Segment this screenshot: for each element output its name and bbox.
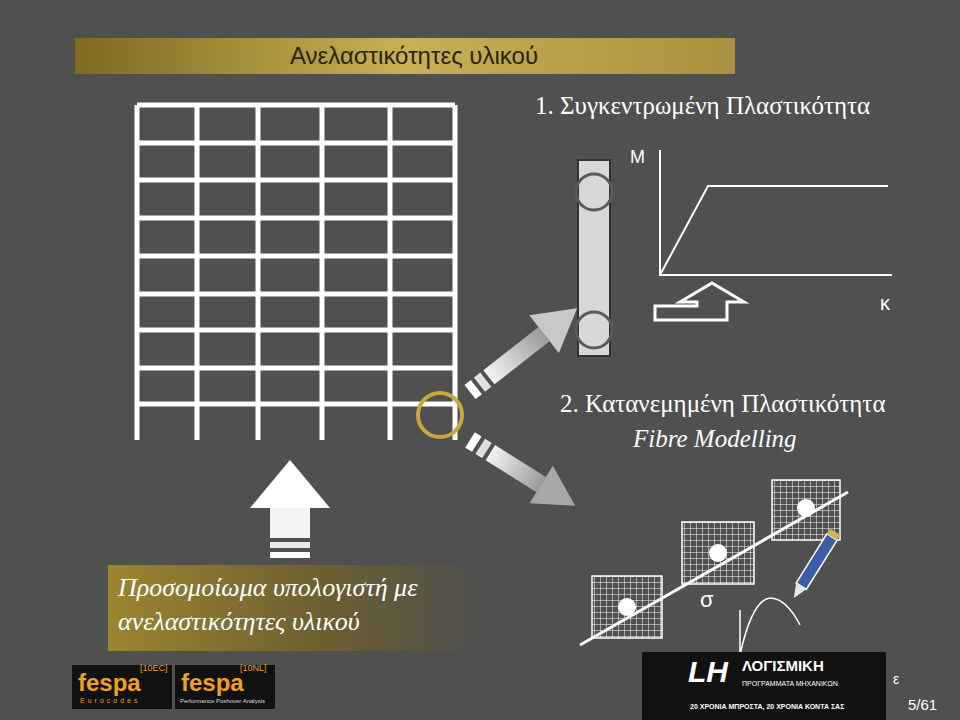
section-heading: 2. Κατανεμημένη Πλαστικότητα xyxy=(560,390,886,418)
hinge xyxy=(576,174,612,210)
axis-label: κ xyxy=(880,292,890,314)
logo-text: ΛΟΓΙΣΜΙΚΗ xyxy=(742,658,824,675)
axis-label: σ xyxy=(700,588,714,612)
logo-panel xyxy=(642,652,886,720)
arrow-shape xyxy=(250,460,330,558)
arrow-shape xyxy=(458,421,586,524)
logo-text: [10EC] xyxy=(140,664,168,674)
selection-circle xyxy=(418,393,462,437)
frame-grid xyxy=(137,105,455,440)
hinge xyxy=(576,312,612,348)
arrow-shape xyxy=(655,283,744,320)
logo-text: [10NL] xyxy=(240,664,267,674)
page-number: 5/61 xyxy=(908,697,937,714)
pencil-icon xyxy=(789,529,841,602)
logo-text: LH xyxy=(688,655,728,688)
axis-label: M xyxy=(630,148,645,168)
stress-strain-curve xyxy=(740,598,800,660)
fibre-section xyxy=(580,480,848,645)
logo-text: fespa xyxy=(78,670,141,696)
node-text: Προσομοίωμα υπολογιστή με ανελαστικότητε… xyxy=(118,571,470,639)
caption-band: Προσομοίωμα υπολογιστή με ανελαστικότητε… xyxy=(108,565,480,651)
title-bar xyxy=(75,38,735,74)
slide-title: Ανελαστικότητες υλικού xyxy=(290,42,538,70)
section-heading: Fibre Modelling xyxy=(633,425,797,453)
logo-text: fespa xyxy=(181,670,244,696)
logo-text: Performance Pushover Analysis xyxy=(180,698,265,705)
logo-panel xyxy=(175,665,275,709)
column-element xyxy=(578,160,610,356)
section-heading: 1. Συγκεντρωμένη Πλαστικότητα xyxy=(535,92,870,120)
logo-text: Eurocodes xyxy=(80,697,140,705)
logo-panel xyxy=(72,665,172,709)
axis-label: ε xyxy=(893,672,899,687)
logo-text: 20 ΧΡΟΝΙΑ ΜΠΡΟΣΤΑ, 20 ΧΡΟΝΙΑ ΚΟΝΤΑ ΣΑΣ xyxy=(690,703,844,711)
logo-text: ΠΡΟΓΡΑΜΜΑΤΑ ΜΗΧΑΝΙΚΩΝ xyxy=(742,680,838,688)
moment-curvature-graph xyxy=(660,150,892,275)
